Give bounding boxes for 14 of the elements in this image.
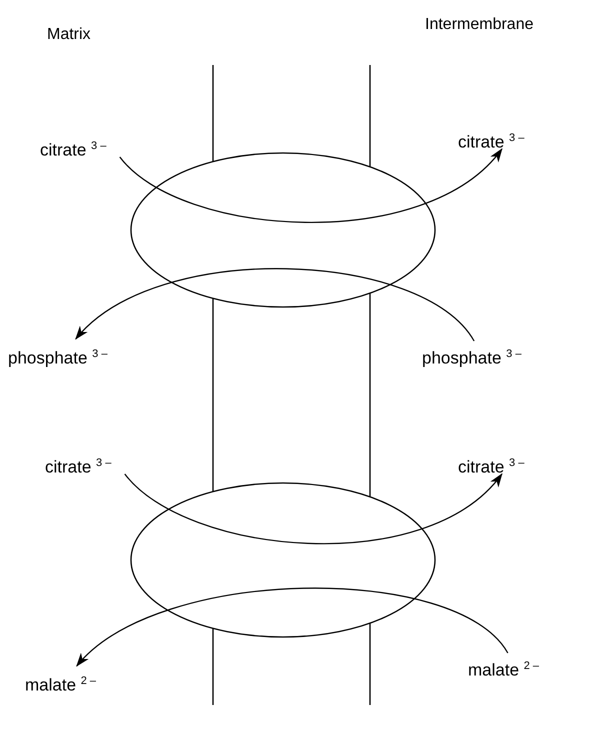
ion-label: malate $^{2 –}$ bbox=[25, 670, 96, 697]
ion-label: malate $^{2 –}$ bbox=[468, 655, 540, 682]
arrow bbox=[76, 588, 508, 667]
ion-label: citrate $^{3 –}$ bbox=[40, 135, 106, 162]
ion-label: citrate $^{3 –}$ bbox=[458, 452, 524, 479]
region-label: Intermembrane bbox=[425, 15, 534, 35]
arrow bbox=[75, 268, 475, 342]
arrow bbox=[124, 473, 503, 544]
ion-label: citrate $^{3 –}$ bbox=[45, 452, 112, 479]
ion-label: phosphate $^{3 –}$ bbox=[8, 343, 108, 370]
ion-label: citrate $^{3 –}$ bbox=[458, 127, 524, 154]
ion-label: phosphate $^{3 –}$ bbox=[422, 343, 522, 370]
region-label: Matrix bbox=[47, 25, 91, 45]
arrow bbox=[119, 148, 503, 223]
